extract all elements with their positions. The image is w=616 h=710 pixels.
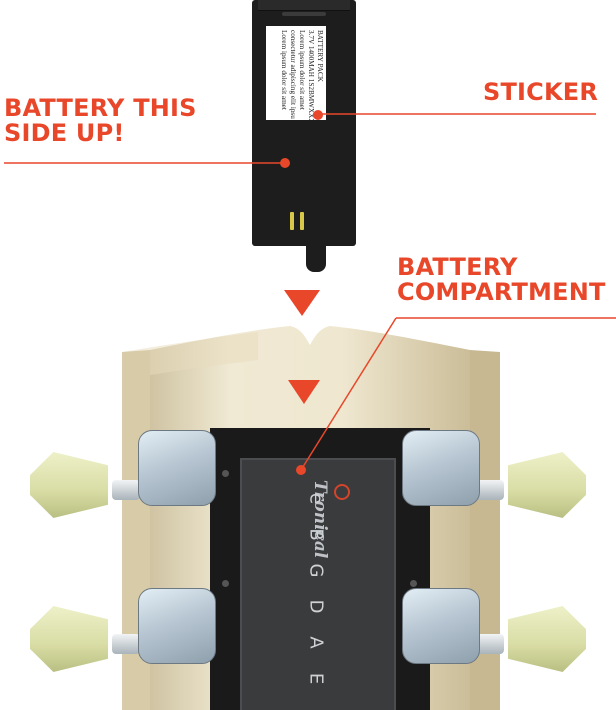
callout-battery-compartment: BATTERY COMPARTMENT bbox=[397, 253, 606, 306]
callout-dot bbox=[313, 110, 323, 120]
battery-latch bbox=[306, 244, 326, 272]
tuner-button[interactable] bbox=[508, 606, 586, 672]
string-label: e bbox=[305, 492, 327, 505]
sticker-text: BATTERY PACK 3.7V 1400MAH 1S2BMWXXX Lore… bbox=[280, 30, 324, 120]
tuner-shaft bbox=[476, 480, 504, 500]
tuner-shaft bbox=[112, 634, 140, 654]
down-arrow-icon bbox=[288, 380, 320, 404]
tuner-housing bbox=[402, 588, 480, 664]
string-label: B bbox=[305, 528, 327, 541]
battery-tab bbox=[258, 0, 350, 11]
battery-contacts bbox=[288, 212, 310, 230]
tuner-button[interactable] bbox=[508, 452, 586, 518]
tuner-shaft bbox=[476, 634, 504, 654]
tuner-shaft bbox=[112, 480, 140, 500]
callout-dot bbox=[280, 158, 290, 168]
string-label: G bbox=[305, 563, 327, 578]
battery-sticker: BATTERY PACK 3.7V 1400MAH 1S2BMWXXX Lore… bbox=[266, 26, 326, 120]
screw bbox=[410, 580, 417, 587]
tuner-housing bbox=[138, 430, 216, 506]
string-label: E bbox=[305, 672, 327, 685]
battery-grip bbox=[282, 12, 326, 16]
down-arrow-icon bbox=[284, 290, 320, 316]
string-label: D bbox=[305, 599, 327, 614]
brand-emblem-icon bbox=[334, 484, 350, 500]
string-label: A bbox=[305, 636, 327, 649]
callout-dot bbox=[296, 465, 306, 475]
tuner-housing bbox=[138, 588, 216, 664]
callout-sticker: STICKER bbox=[483, 78, 599, 106]
callout-battery-side-up: BATTERY THIS SIDE UP! bbox=[4, 94, 197, 147]
tuner-housing bbox=[402, 430, 480, 506]
screw bbox=[222, 580, 229, 587]
screw bbox=[222, 470, 229, 477]
battery-pack[interactable]: BATTERY PACK 3.7V 1400MAH 1S2BMWXXX Lore… bbox=[252, 0, 356, 246]
